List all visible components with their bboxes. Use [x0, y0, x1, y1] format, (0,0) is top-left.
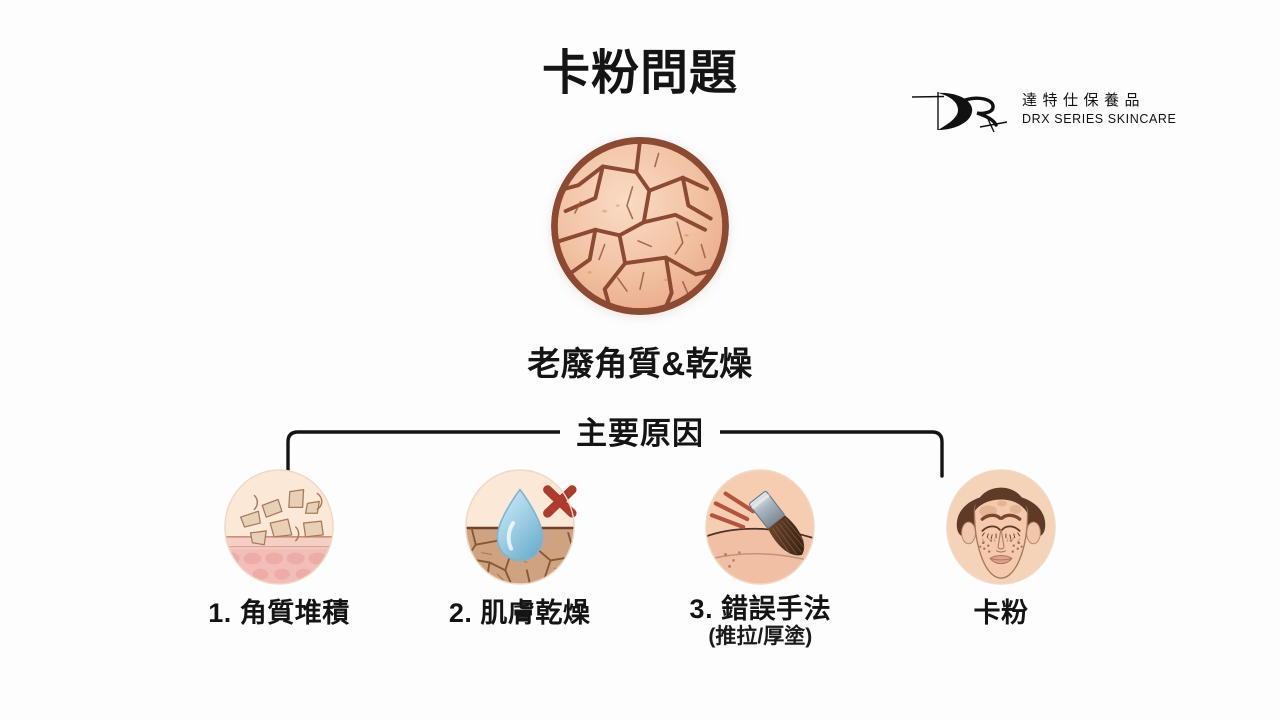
cause-label: 2. 肌膚乾燥 — [448, 598, 591, 628]
main-causes-label: 主要原因 — [0, 408, 1280, 453]
cracked-dry-skin-icon — [551, 137, 729, 315]
drx-monogram-icon — [911, 92, 1008, 133]
cause-label: 3. 錯誤手法 — [689, 594, 832, 624]
cause-item-dry-skin: 2. 肌膚乾燥 — [411, 468, 629, 629]
main-causes-label-text: 主要原因 — [560, 416, 720, 451]
hero-caption: 老廢角質&乾燥 — [527, 345, 753, 382]
brand-name-chinese: 達特仕保養品 — [1022, 92, 1146, 110]
cause-item-keratin-buildup: 1. 角質堆積 — [170, 468, 388, 629]
causes-row: 1. 角質堆積 — [170, 468, 1110, 649]
cakey-makeup-face-icon — [946, 469, 1056, 585]
brand-logo-text: 達特仕保養品 DRX SERIES SKINCARE — [1022, 89, 1177, 129]
hero-block: 老廢角質&乾燥 — [475, 133, 805, 385]
page-title: 卡粉問題 — [541, 47, 738, 100]
brand-logo: 達特仕保養品 DRX SERIES SKINCARE — [908, 78, 1178, 140]
water-drop-cracked-earth-icon — [464, 469, 577, 585]
cause-label: 卡粉 — [973, 598, 1029, 628]
keratin-buildup-icon — [224, 469, 334, 585]
makeup-brush-friction-icon — [705, 469, 816, 585]
brand-name-english: DRX SERIES SKINCARE — [1022, 112, 1177, 127]
cause-sublabel: (推拉/厚塗) — [708, 625, 813, 649]
cause-item-wrong-technique: 3. 錯誤手法 (推拉/厚塗) — [651, 468, 869, 649]
cause-item-cakey-makeup: 卡粉 — [892, 468, 1110, 629]
x-mark-icon — [542, 485, 577, 518]
cause-label: 1. 角質堆積 — [208, 598, 350, 628]
